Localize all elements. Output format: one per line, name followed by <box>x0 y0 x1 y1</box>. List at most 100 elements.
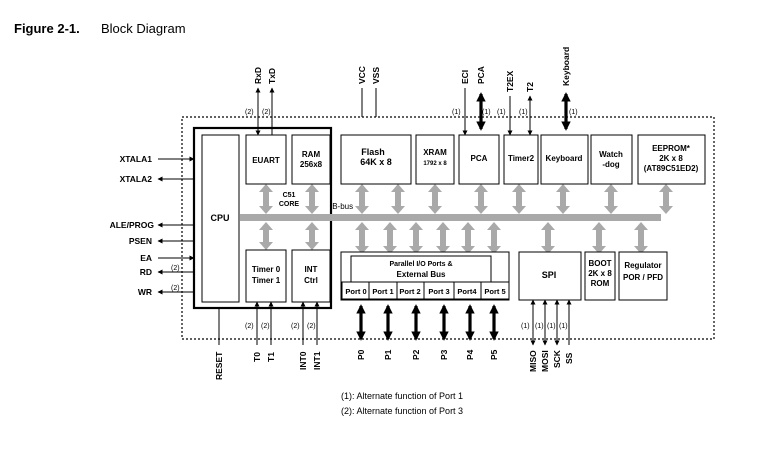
regulator-block <box>618 251 668 301</box>
p0-label: P0 <box>356 349 366 360</box>
xtala1-label: XTALA1 <box>120 154 153 164</box>
xtala2-label: XTALA2 <box>120 174 153 184</box>
t1-label: T1 <box>266 352 276 362</box>
bus-connector <box>556 184 570 214</box>
cpu-label: CPU <box>210 213 229 223</box>
p4-label: P4 <box>465 349 475 360</box>
vcc-label: VCC <box>357 66 367 84</box>
sck-label: SCK <box>552 349 562 368</box>
boot-size: 2K x 8 <box>588 269 612 278</box>
bus-connector <box>428 184 442 214</box>
eeprom-label: EEPROM* <box>652 144 691 153</box>
bus-connector <box>355 222 369 254</box>
bus-connector <box>259 184 273 214</box>
p2-label: P2 <box>411 349 421 360</box>
miso-marker: (1) <box>521 323 530 330</box>
sck-marker: (1) <box>547 323 556 330</box>
watchdog-label-1: Watch <box>599 150 623 159</box>
port5-label: Port 5 <box>484 287 505 296</box>
flash-block <box>340 134 412 185</box>
eci-label: ECI <box>460 70 470 84</box>
t2-label: T2 <box>525 82 535 92</box>
spi-label: SPI <box>542 270 557 280</box>
bus-connector <box>305 222 319 250</box>
t1-marker: (2) <box>261 323 270 330</box>
txd-label: TxD <box>267 68 277 84</box>
core-label-2: CORE <box>279 201 300 208</box>
keyboard-signal-label: Keyboard <box>561 47 571 86</box>
rxd-label: RxD <box>253 67 263 84</box>
watchdog-block <box>590 134 633 185</box>
bus-connector <box>436 222 450 254</box>
timer1-label: Timer 1 <box>252 276 281 285</box>
bus-connector <box>592 222 606 254</box>
reset-label: RESET <box>214 351 224 380</box>
ib-bus-label: IB-bus <box>330 202 353 211</box>
vss-label: VSS <box>371 67 381 84</box>
boot-rom-label: ROM <box>591 279 610 288</box>
external-bus-block <box>350 255 492 283</box>
cpu-block <box>201 134 240 303</box>
bus-connector <box>634 222 648 254</box>
int1-label: INT1 <box>312 351 322 370</box>
txd-marker: (2) <box>262 109 271 116</box>
int0-label: INT0 <box>298 351 308 370</box>
timer0-label: Timer 0 <box>252 265 281 274</box>
pca-signal-label: PCA <box>476 66 486 84</box>
external-bus-label: External Bus <box>397 270 446 279</box>
port5-block <box>480 281 510 300</box>
ea-label: EA <box>140 253 152 263</box>
port1-label: Port 1 <box>372 287 393 296</box>
t2ex-marker: (1) <box>497 109 506 116</box>
keyboard-label: Keyboard <box>546 154 583 163</box>
parallel-io-label: Parallel I/O Ports & <box>389 261 452 268</box>
ss-marker: (1) <box>559 323 568 330</box>
bus-connector <box>461 222 475 254</box>
euart-block <box>245 134 287 185</box>
bus-connector <box>604 184 618 214</box>
timer2-block <box>503 134 539 185</box>
rd-marker: (2) <box>171 265 180 272</box>
bus-connector <box>305 184 319 214</box>
timer2-label: Timer2 <box>508 154 535 163</box>
ss-label: SS <box>564 352 574 364</box>
p5-label: P5 <box>489 349 499 360</box>
por-pfd-label: POR / PFD <box>623 273 663 282</box>
timer01-block <box>245 249 287 303</box>
port4-label: Port4 <box>457 287 477 296</box>
t2ex-label: T2EX <box>505 70 515 92</box>
bus-connector <box>541 222 555 254</box>
rd-label: RD <box>140 267 152 277</box>
port3-label: Port 3 <box>428 287 449 296</box>
ram-size: 256x8 <box>300 160 323 169</box>
eeprom-block <box>637 134 706 185</box>
figure-number: Figure 2-1. <box>14 21 80 36</box>
watchdog-label-2: -dog <box>602 160 619 169</box>
bus-connectors <box>259 184 673 254</box>
t2-marker: (1) <box>519 109 528 116</box>
port2-label: Port 2 <box>399 287 420 296</box>
euart-label: EUART <box>252 156 280 165</box>
wr-label: WR <box>138 287 152 297</box>
t0-marker: (2) <box>245 323 254 330</box>
bus-connector <box>512 184 526 214</box>
boot-label: BOOT <box>588 259 611 268</box>
bus-connector <box>259 222 273 250</box>
footnote-port1: (1): Alternate function of Port 1 <box>341 391 464 401</box>
bus-connector <box>355 184 369 214</box>
flash-label: Flash <box>361 147 385 157</box>
keyboard-block <box>540 134 589 185</box>
core-label-1: C51 <box>283 192 296 199</box>
xram-label: XRAM <box>423 148 447 157</box>
figure-title: Block Diagram <box>101 21 186 36</box>
t0-label: T0 <box>252 352 262 362</box>
int-label: INT <box>305 265 318 274</box>
regulator-label: Regulator <box>624 261 661 270</box>
eeprom-variant: (AT89C51ED2) <box>644 164 699 173</box>
ram-block <box>291 134 331 185</box>
pca-marker: (1) <box>482 109 491 116</box>
xram-size: 1792 x 8 <box>423 161 447 167</box>
int1-marker: (2) <box>307 323 316 330</box>
footnote-port3: (2): Alternate function of Port 3 <box>341 406 464 416</box>
